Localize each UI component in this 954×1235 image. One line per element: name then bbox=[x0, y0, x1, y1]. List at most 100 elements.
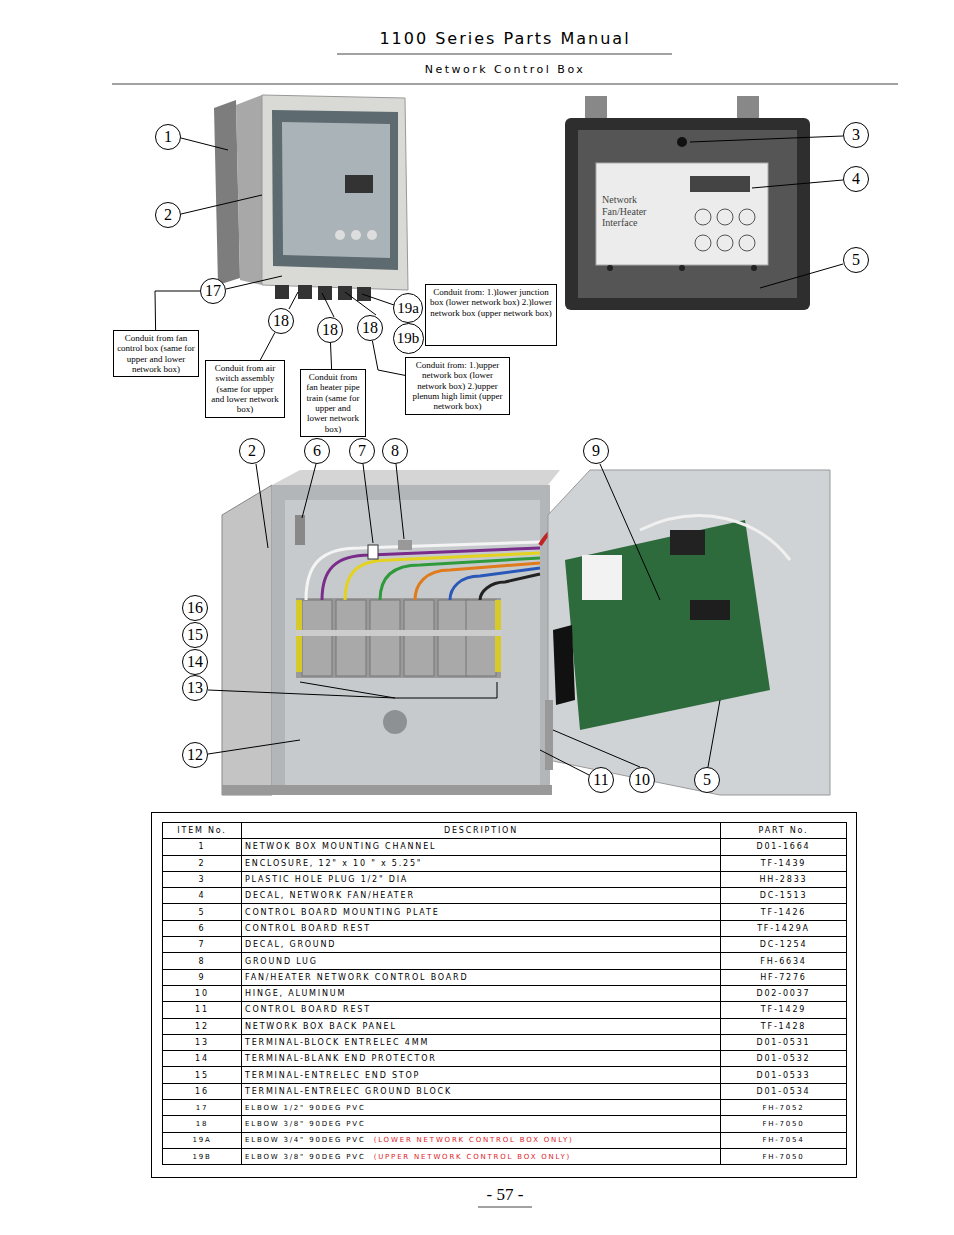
open-enclosure-photo-part bbox=[368, 545, 378, 559]
item-cell: 19B bbox=[163, 1148, 242, 1164]
open-enclosure-photo-part bbox=[296, 598, 501, 678]
open-enclosure-photo-part bbox=[222, 785, 552, 795]
description-cell: ELBOW 3/4" 90DEG PVC(LOWER NETWORK CONTR… bbox=[242, 1132, 721, 1148]
leader-lines-part bbox=[181, 195, 262, 214]
part-description: CONTROL BOARD MOUNTING PLATE bbox=[245, 908, 440, 917]
note-box: Conduit from air switch assembly (same f… bbox=[205, 360, 285, 418]
lid-inside-photo bbox=[565, 96, 810, 310]
table-row: 11CONTROL BOARD RESTTF-1429 bbox=[163, 1002, 847, 1018]
part-number-cell: D01-0531 bbox=[721, 1034, 847, 1050]
open-enclosure-photo-part bbox=[404, 600, 434, 676]
callout-text: 8 bbox=[391, 443, 399, 459]
usage-note: (UPPER NETWORK CONTROL BOX ONLY) bbox=[374, 1153, 571, 1161]
part-number: HH-2833 bbox=[760, 875, 808, 884]
table-row: 19A ELBOW 3/4" 90DEG PVC(LOWER NETWORK CO… bbox=[163, 1132, 847, 1148]
item-number: 19A bbox=[192, 1136, 211, 1144]
part-number-cell: TF-1429A bbox=[721, 920, 847, 936]
leader-lines-part bbox=[752, 180, 843, 188]
callout-number: 9 bbox=[583, 438, 609, 464]
header-rules bbox=[112, 54, 898, 1207]
lid-inside-photo-part bbox=[751, 265, 757, 271]
item-cell: 3 bbox=[163, 871, 242, 887]
item-number: 14 bbox=[195, 1054, 209, 1063]
description-cell: FAN/HEATER NETWORK CONTROL BOARD bbox=[242, 969, 721, 985]
leader-lines-part bbox=[345, 292, 376, 315]
description-cell: DECAL, GROUND bbox=[242, 937, 721, 953]
callout-text: 5 bbox=[852, 252, 860, 268]
leader-lines-part bbox=[708, 700, 720, 767]
part-description: DECAL, GROUND bbox=[245, 940, 336, 949]
part-description: TERMINAL-BLANK END PROTECTOR bbox=[245, 1054, 437, 1063]
callout-text: 1 bbox=[164, 129, 172, 145]
table-row: 6CONTROL BOARD RESTTF-1429A bbox=[163, 920, 847, 936]
callout-number: 2 bbox=[155, 202, 181, 228]
leader-lines-part bbox=[181, 138, 228, 150]
part-description: DESCRIPTION bbox=[444, 826, 518, 835]
leader-lines-part bbox=[690, 136, 843, 142]
lid-inside-photo-part bbox=[695, 235, 711, 251]
item-number: 10 bbox=[195, 989, 209, 998]
part-number-cell: D01-1664 bbox=[721, 839, 847, 855]
closed-enclosure-photo-part bbox=[351, 230, 361, 240]
lid-inside-photo-part bbox=[565, 118, 810, 310]
item-number: 9 bbox=[199, 973, 206, 982]
description-cell: TERMINAL-ENTRELEC END STOP bbox=[242, 1067, 721, 1083]
callout-number: 13 bbox=[182, 675, 208, 701]
table-row: 13TERMINAL-BLOCK ENTRELEC 4MMD01-0531 bbox=[163, 1034, 847, 1050]
part-description: CONTROL BOARD REST bbox=[245, 924, 371, 933]
part-number: DC-1254 bbox=[760, 940, 808, 949]
table-row: 16TERMINAL-ENTRELEC GROUND BLOCKD01-0534 bbox=[163, 1083, 847, 1099]
description-cell: TERMINAL-BLANK END PROTECTOR bbox=[242, 1051, 721, 1067]
table-row: 7DECAL, GROUNDDC-1254 bbox=[163, 937, 847, 953]
callout-number: 5 bbox=[694, 767, 720, 793]
callout-text: 10 bbox=[634, 772, 650, 788]
part-number-cell: FH-7054 bbox=[721, 1132, 847, 1148]
callout-text: 2 bbox=[164, 207, 172, 223]
callout-number: 11 bbox=[588, 767, 614, 793]
part-number-cell: D01-0533 bbox=[721, 1067, 847, 1083]
callout-number: 19b bbox=[393, 323, 424, 354]
callout-number: 1 bbox=[155, 124, 181, 150]
description-cell: CONTROL BOARD REST bbox=[242, 920, 721, 936]
leader-lines-part bbox=[208, 740, 300, 754]
callout-number: 8 bbox=[382, 438, 408, 464]
closed-enclosure-photo-part bbox=[262, 95, 408, 290]
part-number: TF-1429A bbox=[757, 924, 810, 933]
open-enclosure-photo-part-part bbox=[345, 553, 540, 600]
closed-enclosure-photo-part bbox=[236, 95, 262, 285]
description-cell: ELBOW 3/8" 90DEG PVC bbox=[242, 1116, 721, 1132]
part-description: HINGE, ALUMINUM bbox=[245, 989, 346, 998]
part-number: D01-0533 bbox=[757, 1071, 811, 1080]
lid-inside-photo-part bbox=[677, 137, 687, 147]
open-enclosure-photo-part bbox=[545, 700, 553, 770]
part-number: D02-0037 bbox=[757, 989, 811, 998]
parts-table: ITEM No.DESCRIPTIONPART No.1NETWOK BOX M… bbox=[162, 822, 847, 1165]
part-number-cell: FH-7050 bbox=[721, 1148, 847, 1164]
part-number: FH-7050 bbox=[762, 1153, 804, 1161]
description-cell: NETWOK BOX MOUNTING CHANNEL bbox=[242, 839, 721, 855]
callout-number: 19a bbox=[393, 293, 423, 323]
description-cell: TERMINAL-BLOCK ENTRELEC 4MM bbox=[242, 1034, 721, 1050]
page-title: 1100 Series Parts Manual bbox=[300, 29, 710, 48]
leader-lines-part bbox=[302, 464, 316, 518]
part-number-cell: FH-6634 bbox=[721, 953, 847, 969]
description-cell: TERMINAL-ENTRELEC GROUND BLOCK bbox=[242, 1083, 721, 1099]
callout-number: 3 bbox=[843, 122, 869, 148]
part-number: FH-7052 bbox=[762, 1104, 804, 1112]
open-enclosure-photo-part bbox=[285, 500, 540, 785]
description-cell: DECAL, NETWORK FAN/HEATER bbox=[242, 888, 721, 904]
callout-number: 5 bbox=[843, 247, 869, 273]
part-number: TF-1426 bbox=[761, 908, 806, 917]
lid-inside-photo-part bbox=[690, 176, 750, 192]
leader-lines-part bbox=[289, 292, 298, 309]
table-row: 14TERMINAL-BLANK END PROTECTORD01-0532 bbox=[163, 1051, 847, 1067]
callout-number: 18 bbox=[317, 317, 343, 343]
item-number: 8 bbox=[199, 957, 206, 966]
part-number: TF-1428 bbox=[761, 1022, 806, 1031]
part-number: FH-7054 bbox=[762, 1136, 804, 1144]
callout-number: 4 bbox=[843, 166, 869, 192]
table-row: 4DECAL, NETWORK FAN/HEATERDC-1513 bbox=[163, 888, 847, 904]
part-number: TF-1429 bbox=[761, 1005, 806, 1014]
lid-inside-photo-part bbox=[737, 96, 759, 120]
callout-text: 5 bbox=[703, 772, 711, 788]
